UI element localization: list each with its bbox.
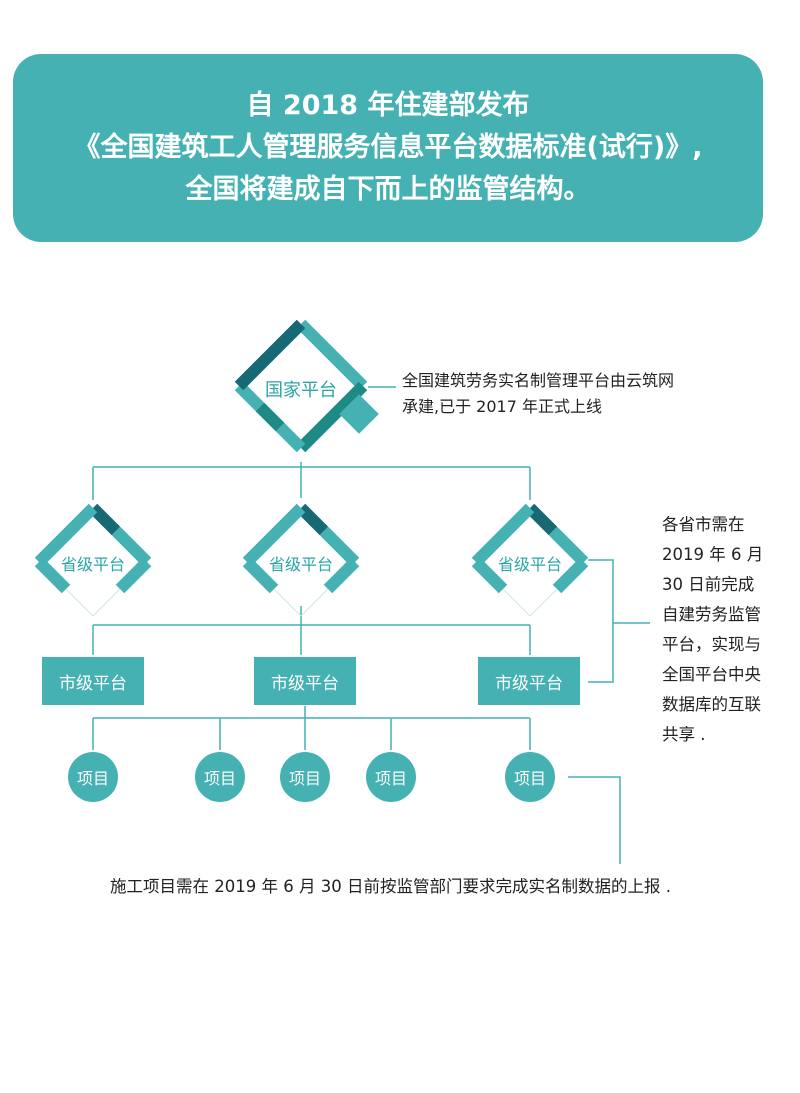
national-note: 全国建筑劳务实名制管理平台由云筑网 承建,已于 2017 年正式上线 [402, 368, 674, 420]
project-node-1: 项目 [68, 752, 118, 802]
province-diamond-3 [471, 503, 589, 617]
header-banner: 自 2018 年住建部发布 《全国建筑工人管理服务信息平台数据标准(试行)》, … [13, 54, 763, 242]
project-node-3: 项目 [280, 752, 330, 802]
province-note-line-2: 2019 年 6 月 [662, 545, 764, 564]
province-note-line-4: 自建劳务监管 [662, 605, 761, 624]
callout-bracket-province [588, 559, 614, 683]
province-label-3: 省级平台 [497, 555, 562, 574]
province-label-1: 省级平台 [60, 555, 125, 574]
national-note-line-2: 承建,已于 2017 年正式上线 [402, 397, 602, 416]
province-note-line-5: 平台，实现与 [662, 635, 761, 654]
province-note-line-6: 全国平台中央 [662, 665, 761, 684]
project-note: 施工项目需在 2019 年 6 月 30 日前按监管部门要求完成实名制数据的上报… [110, 877, 671, 896]
province-note-line-7: 数据库的互联 [662, 695, 761, 714]
province-note-line-1: 各省市需在 [662, 515, 745, 534]
city-platform-3: 市级平台 [478, 657, 580, 705]
header-line-3: 全国将建成自下而上的监管结构。 [185, 174, 591, 205]
province-note: 各省市需在 2019 年 6 月 30 日前完成 自建劳务监管 平台，实现与 全… [662, 510, 763, 750]
callout-project [568, 776, 621, 864]
city-platform-1: 市级平台 [42, 657, 144, 705]
project-node-2: 项目 [195, 752, 245, 802]
national-diamond [234, 319, 368, 453]
province-label-2: 省级平台 [268, 555, 333, 574]
national-note-line-1: 全国建筑劳务实名制管理平台由云筑网 [402, 371, 675, 390]
header-line-2: 《全国建筑工人管理服务信息平台数据标准(试行)》, [73, 132, 703, 163]
national-platform-label: 国家平台 [265, 380, 337, 401]
province-note-line-3: 30 日前完成 [662, 575, 755, 594]
project-node-4: 项目 [366, 752, 416, 802]
province-diamond-1 [34, 503, 152, 617]
header-line-1: 自 2018 年住建部发布 [246, 90, 530, 121]
province-note-line-8: 共享 . [662, 725, 706, 744]
city-platform-2: 市级平台 [254, 657, 356, 705]
province-diamond-2 [242, 503, 360, 617]
national-accent-square [339, 394, 379, 434]
project-node-5: 项目 [505, 752, 555, 802]
